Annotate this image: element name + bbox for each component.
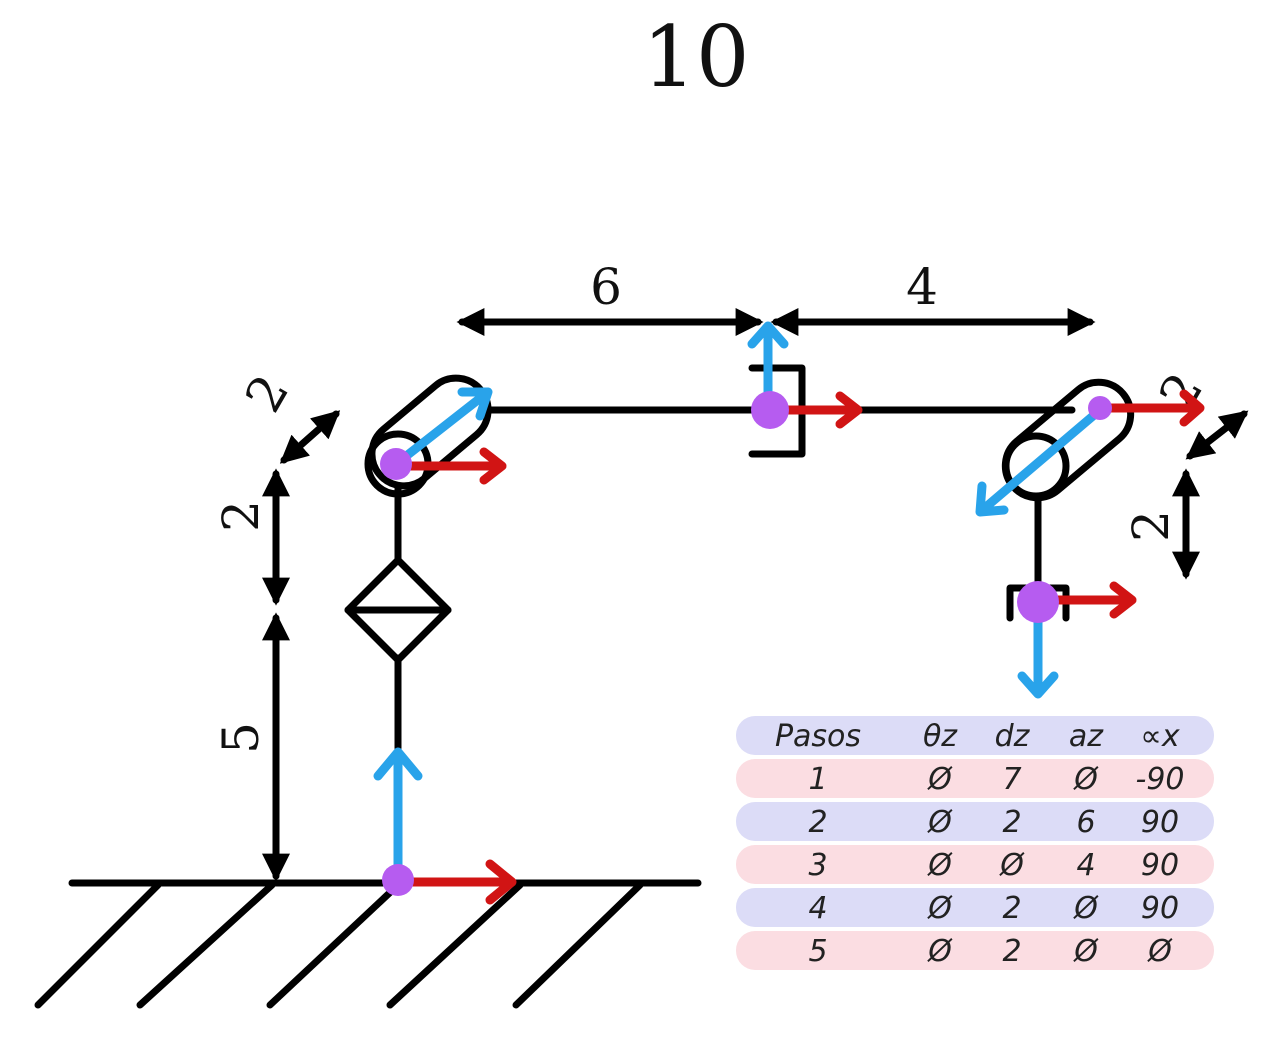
table-cell: 2: [1002, 805, 1021, 840]
table-cell: 6: [1076, 805, 1095, 840]
table-cell: 4: [1076, 848, 1095, 883]
table-cell: 90: [1141, 848, 1179, 883]
table-cell: 4: [808, 891, 827, 926]
table-cell: Ø: [998, 848, 1025, 883]
table-row: [736, 802, 1214, 841]
frame-4-end-effector: [1017, 581, 1137, 699]
dim-label-2-vertical: 2: [212, 500, 270, 532]
table-cell: Ø: [1072, 891, 1099, 926]
table-cell: Ø: [926, 762, 953, 797]
dim-label-4: 4: [906, 258, 938, 316]
frame-0-base: [373, 747, 517, 905]
table-row: [736, 931, 1214, 970]
table-cell: Ø: [926, 934, 953, 969]
table-header-cell: az: [1069, 719, 1104, 754]
ground: [34, 879, 702, 1009]
table-cell: 2: [1002, 891, 1021, 926]
frame-1-left-joint: [380, 387, 507, 485]
table-row: [736, 888, 1214, 927]
table-row: [736, 759, 1214, 798]
table-header-cell: θz: [923, 719, 958, 754]
table-cell: 5: [808, 934, 827, 969]
table-cell: Ø: [1146, 934, 1173, 969]
table-header-cell: Pasos: [775, 719, 861, 754]
dim-label-6: 6: [590, 258, 622, 316]
table-cell: 3: [808, 848, 827, 883]
dim-label-2-right-vertical: 2: [1122, 510, 1180, 542]
table-cell: 7: [1002, 762, 1021, 797]
table-row: [736, 845, 1214, 884]
table-cell: Ø: [1072, 934, 1099, 969]
table-cell: Ø: [926, 848, 953, 883]
dim-label-2-offset-left: 2: [234, 365, 300, 422]
base-link: [344, 484, 452, 752]
dim-label-5: 5: [212, 722, 270, 754]
dimension-arrows: [262, 308, 1249, 882]
table-cell: 1: [808, 762, 827, 797]
table-cell: Ø: [1072, 762, 1099, 797]
table-cell: 90: [1141, 891, 1179, 926]
table-cell: Ø: [926, 805, 953, 840]
table-cell: -90: [1136, 762, 1185, 797]
frame-3-right-joint: [975, 389, 1205, 517]
table-cell: Ø: [926, 891, 953, 926]
table-header-cell: dz: [995, 719, 1031, 754]
table-header-row: [736, 716, 1214, 755]
table-header-cell: ∝x: [1140, 719, 1179, 754]
diagram-title: 10: [643, 8, 750, 106]
table-cell: 2: [808, 805, 827, 840]
table-cell: 90: [1141, 805, 1179, 840]
table-cell: 2: [1002, 934, 1021, 969]
frame-2-middle-joint: [747, 321, 863, 429]
